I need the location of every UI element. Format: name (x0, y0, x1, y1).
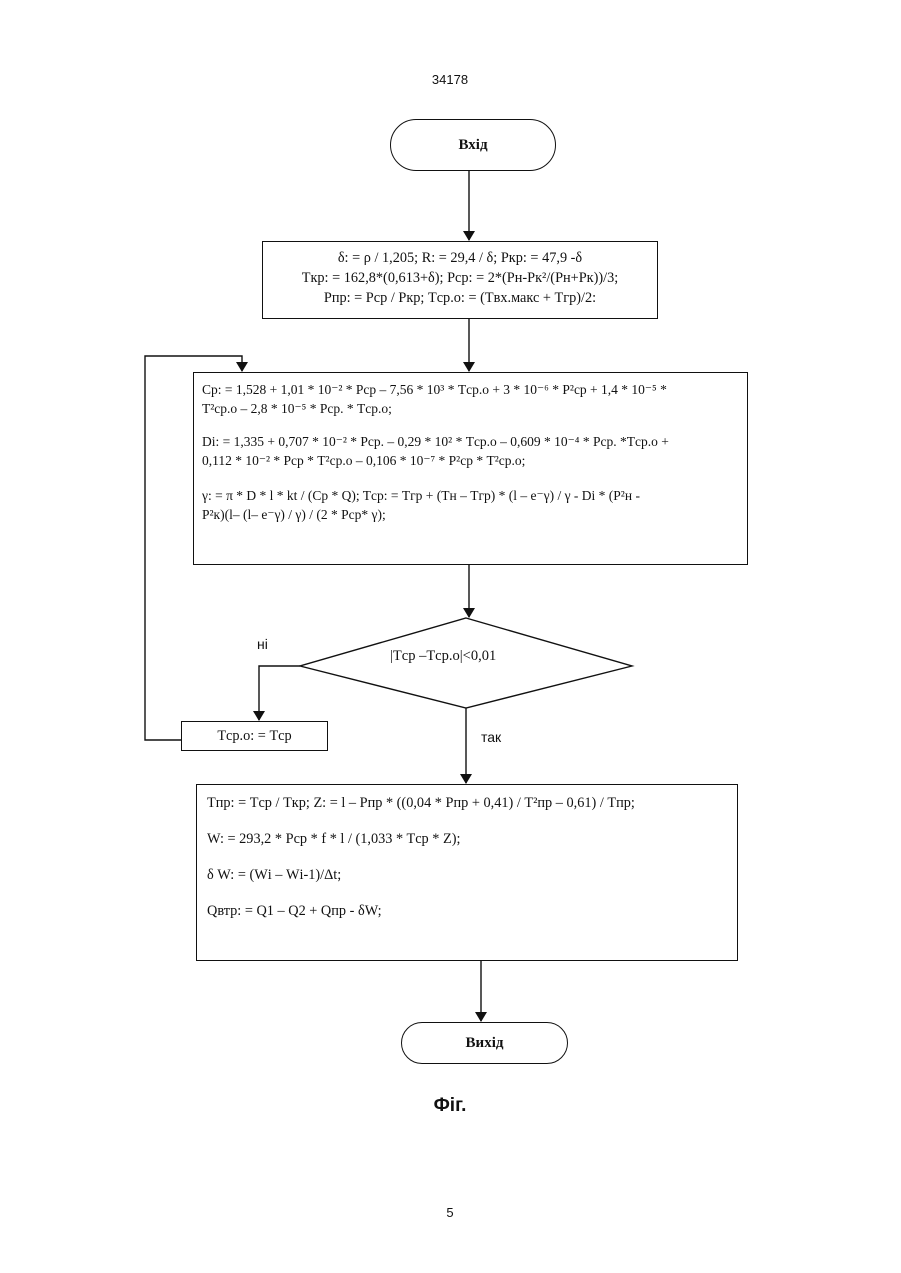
result-block: Tпр: = Tср / Tкр; Z: = l – Pпр * ((0,04 … (196, 784, 738, 961)
calc-line-gamma-2: P²к)(l– (l– e⁻γ) / γ) / (2 * Pср* γ); (202, 506, 747, 523)
page-id: 34178 (425, 72, 475, 87)
calc-line-di-2: 0,112 * 10⁻² * Pср * T²ср.о – 0,106 * 10… (202, 452, 747, 469)
calc-line-cp-1: Cр: = 1,528 + 1,01 * 10⁻² * Pср – 7,56 *… (202, 381, 747, 398)
init-line-2: Tкр: = 162,8*(0,613+δ); Pср: = 2*(Pн-Pк²… (263, 270, 657, 287)
decision-yes-label: так (481, 729, 501, 745)
update-block: Tср.о: = Tср (181, 721, 328, 751)
start-label: Вхід (458, 137, 487, 154)
arrow-decision-no-to-update (259, 666, 300, 720)
result-line-dw: δ W: = (Wі – Wі-1)/Δt; (207, 867, 737, 884)
calc-line-gamma-1: γ: = π * D * l * kt / (Cр * Q); Tср: = T… (202, 487, 747, 504)
end-terminal: Вихід (401, 1022, 568, 1064)
calc-line-cp-2: T²ср.о – 2,8 * 10⁻⁵ * Pср. * Tср.о; (202, 400, 747, 417)
start-terminal: Вхід (390, 119, 556, 171)
result-line-tpr: Tпр: = Tср / Tкр; Z: = l – Pпр * ((0,04 … (207, 795, 737, 812)
result-line-q: Qвтр: = Q1 – Q2 + Qпр - δW; (207, 903, 737, 920)
init-line-1: δ: = ρ / 1,205; R: = 29,4 / δ; Pкр: = 47… (263, 250, 657, 267)
calc-block: Cр: = 1,528 + 1,01 * 10⁻² * Pср – 7,56 *… (193, 372, 748, 565)
result-line-w: W: = 293,2 * Pср * f * l / (1,033 * Tср … (207, 831, 737, 848)
calc-line-di-1: Dі: = 1,335 + 0,707 * 10⁻² * Pср. – 0,29… (202, 433, 747, 450)
end-label: Вихід (466, 1035, 504, 1052)
page-number: 5 (430, 1205, 470, 1220)
decision-condition: |Tср –Tср.о|<0,01 (390, 648, 496, 665)
init-block: δ: = ρ / 1,205; R: = 29,4 / δ; Pкр: = 47… (262, 241, 658, 319)
figure-caption: Фіг. (410, 1095, 490, 1117)
update-text: Tср.о: = Tср (217, 728, 291, 745)
init-line-3: Pпр: = Pср / Pкр; Tср.о: = (Tвх.макс + T… (263, 290, 657, 307)
decision-no-label: ні (257, 636, 268, 652)
